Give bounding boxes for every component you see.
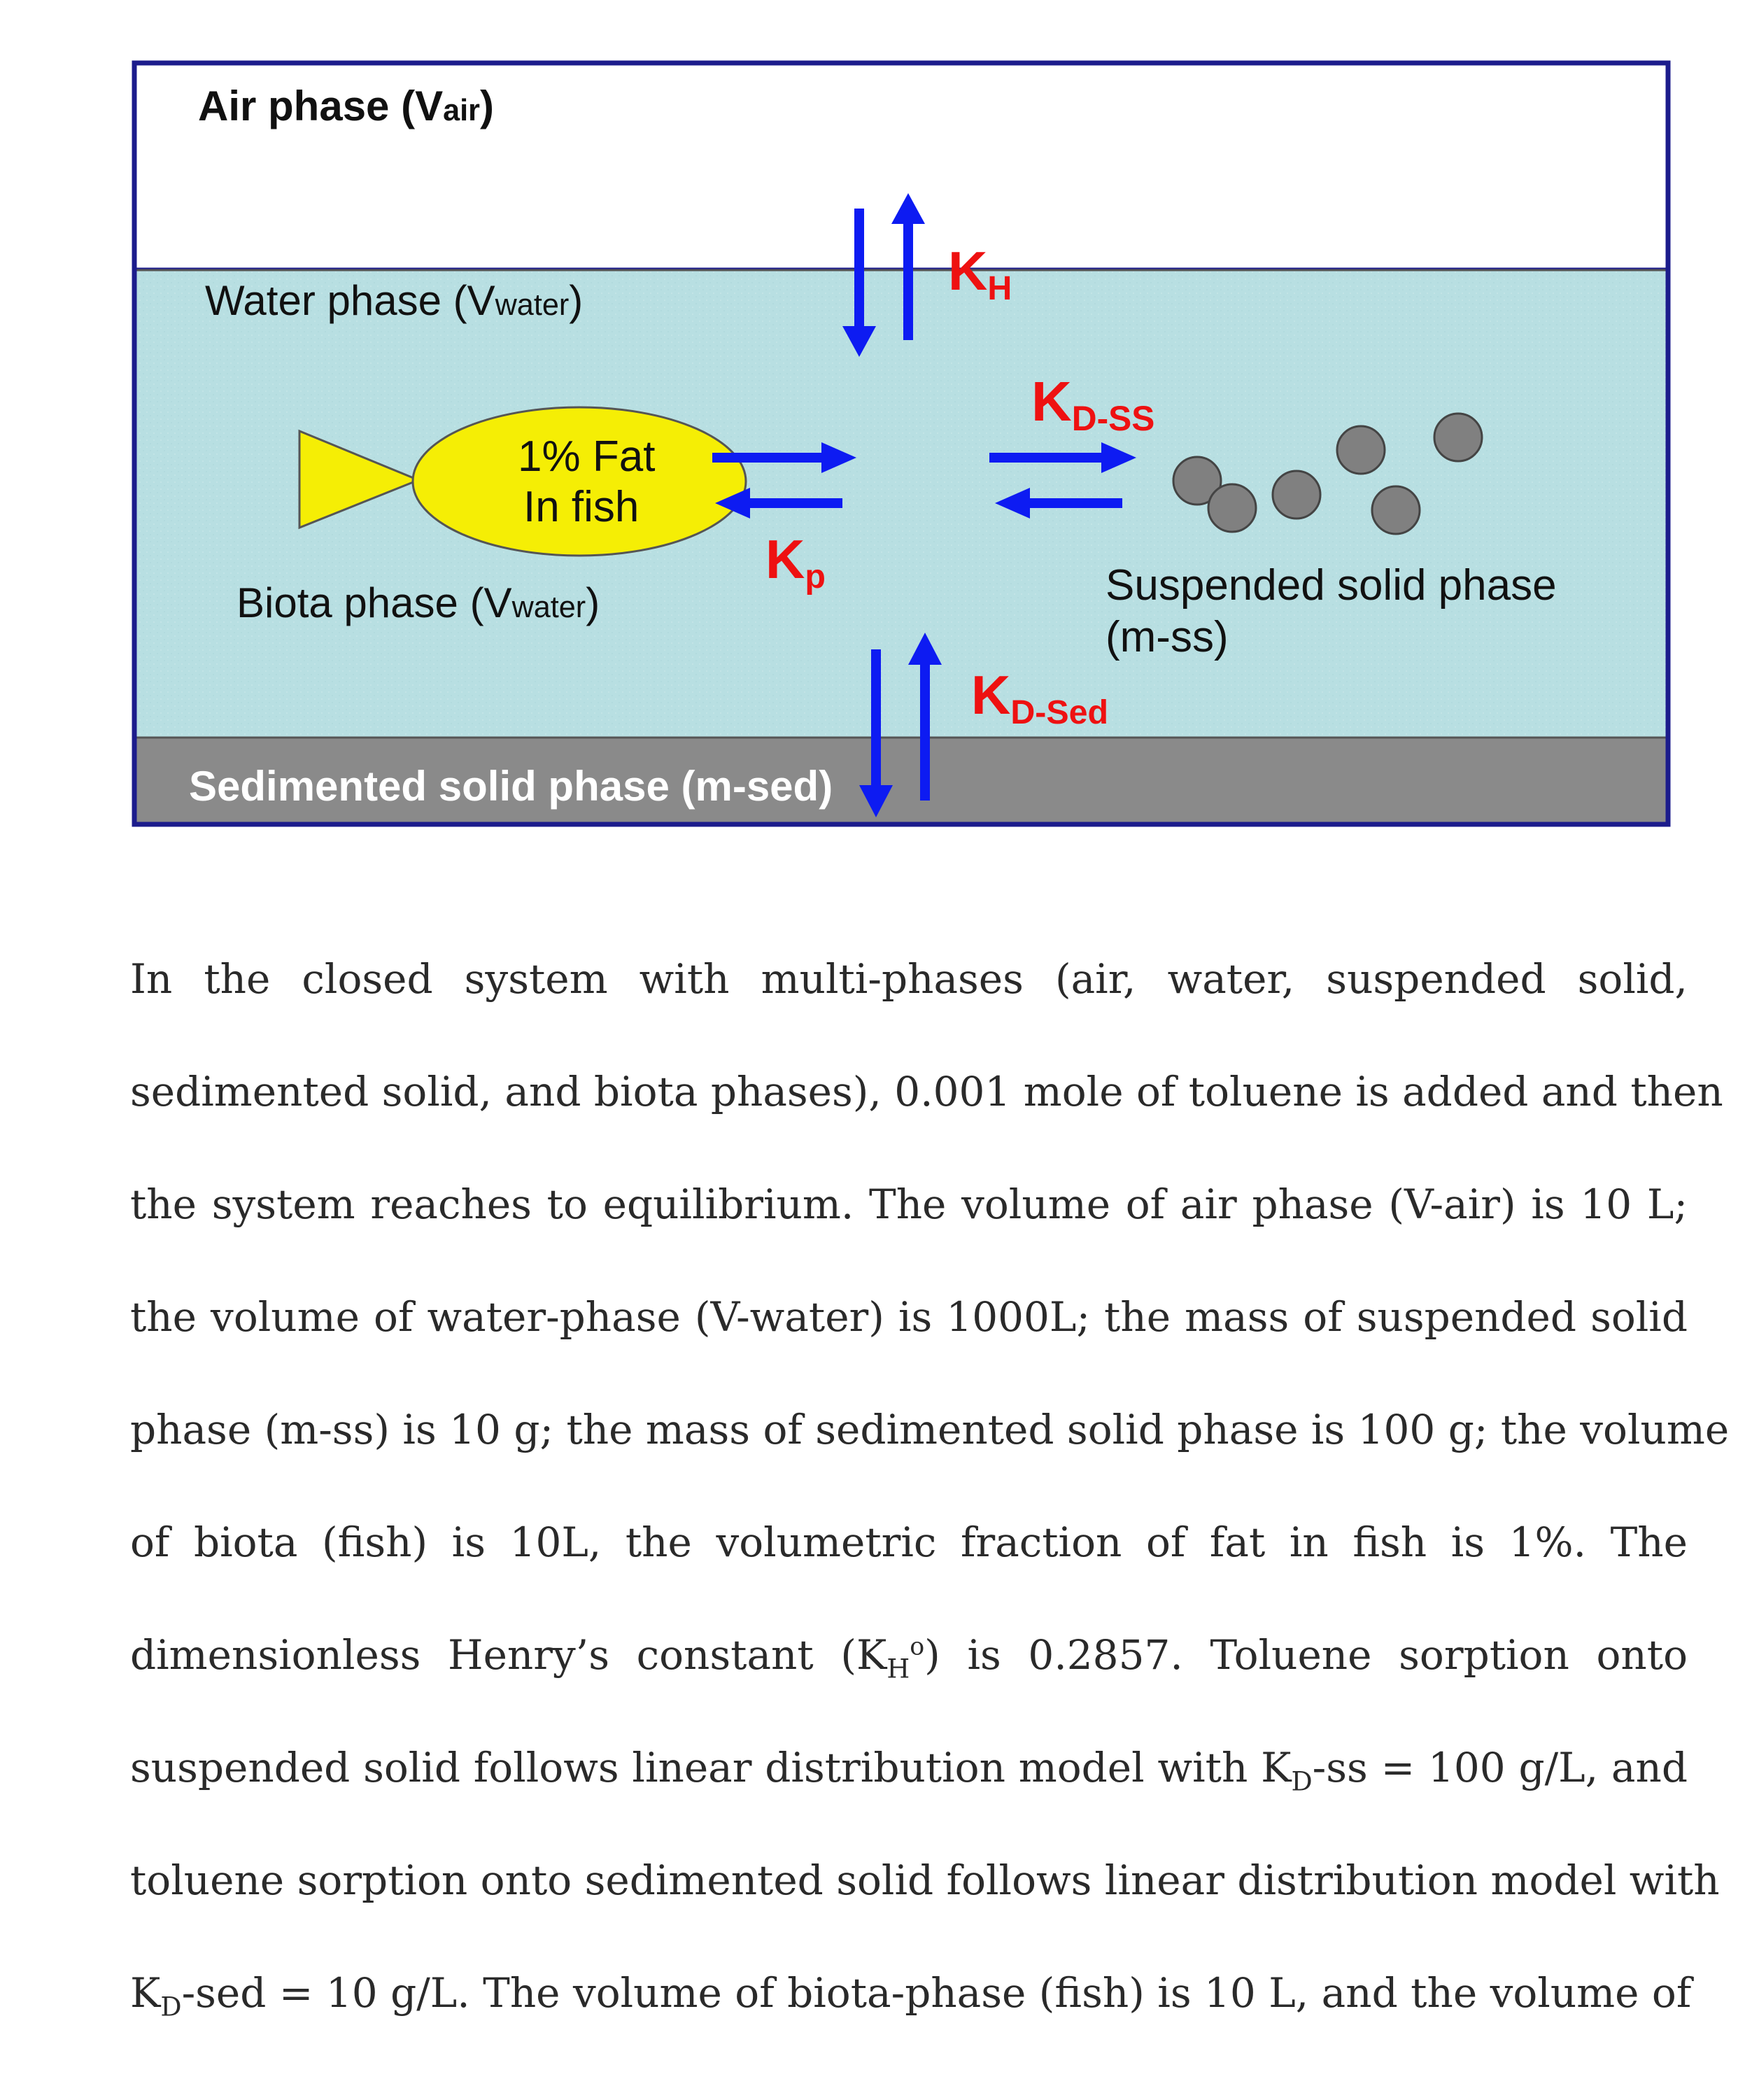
suspended-particles: [1172, 412, 1483, 535]
suspended-solid-mass-label: (m-ss): [1105, 613, 1229, 661]
air-phase-region: [132, 60, 1671, 273]
suspended-solid-label: Suspended solid phase: [1105, 561, 1557, 609]
paragraph-line: the volume of water-phase (V-water) is 1…: [130, 1293, 1688, 1341]
paragraph-line: In the closed system with multi-phases (…: [130, 955, 1688, 1003]
kd-sed-label: KD-Sed: [971, 664, 1109, 731]
arrow-air-water-up: [891, 193, 925, 340]
arrow-air-water-down: [842, 209, 876, 357]
paragraph-line: of biota (fish) is 10L, the volumetric f…: [130, 1518, 1688, 1566]
arrow-fish-water-left: [715, 488, 842, 519]
phase-diagram: Air phase (Vair) Water phase (Vwater) Bi…: [132, 60, 1671, 829]
air-phase-label: Air phase (Vair): [198, 83, 494, 129]
fish-fat-text: 1% Fat: [518, 432, 656, 481]
paragraph-line: the system reaches to equilibrium. The v…: [130, 1181, 1688, 1228]
arrow-fish-water-right: [712, 442, 856, 473]
arrow-water-ss-left: [995, 488, 1122, 519]
fish-shape: [298, 406, 747, 557]
paragraph-line: KD-sed = 10 g/L. The volume of biota-pha…: [130, 1969, 1692, 2022]
kp-label: Kp: [765, 528, 826, 596]
paragraph-line: dimensionless Henry’s constant (KHo) is …: [130, 1631, 1688, 1684]
fish-in-text: In fish: [523, 483, 640, 531]
water-phase-region: [134, 270, 1668, 738]
paragraph-line: phase (m-ss) is 10 g; the mass of sedime…: [130, 1406, 1730, 1453]
problem-paragraph: In the closed system with multi-phases (…: [130, 955, 1730, 2085]
arrow-water-sed-up: [908, 633, 942, 801]
henry-constant-label: KH: [948, 240, 1012, 307]
sedimented-solid-label: Sedimented solid phase (m-sed): [189, 763, 833, 810]
paragraph-line: sedimented solid, and biota phases), 0.0…: [130, 1068, 1723, 1115]
paragraph-line: toluene sorption onto sedimented solid f…: [130, 1856, 1720, 1904]
paragraph-line: suspended solid follows linear distribut…: [130, 1744, 1688, 1797]
biota-phase-label: Biota phase (Vwater): [236, 579, 600, 626]
kd-ss-label: KD-SS: [1031, 370, 1155, 438]
sediment-phase-region: [134, 738, 1668, 824]
arrow-water-sed-down: [859, 649, 893, 817]
water-phase-label: Water phase (Vwater): [205, 277, 584, 324]
arrow-water-ss-right: [989, 442, 1136, 473]
